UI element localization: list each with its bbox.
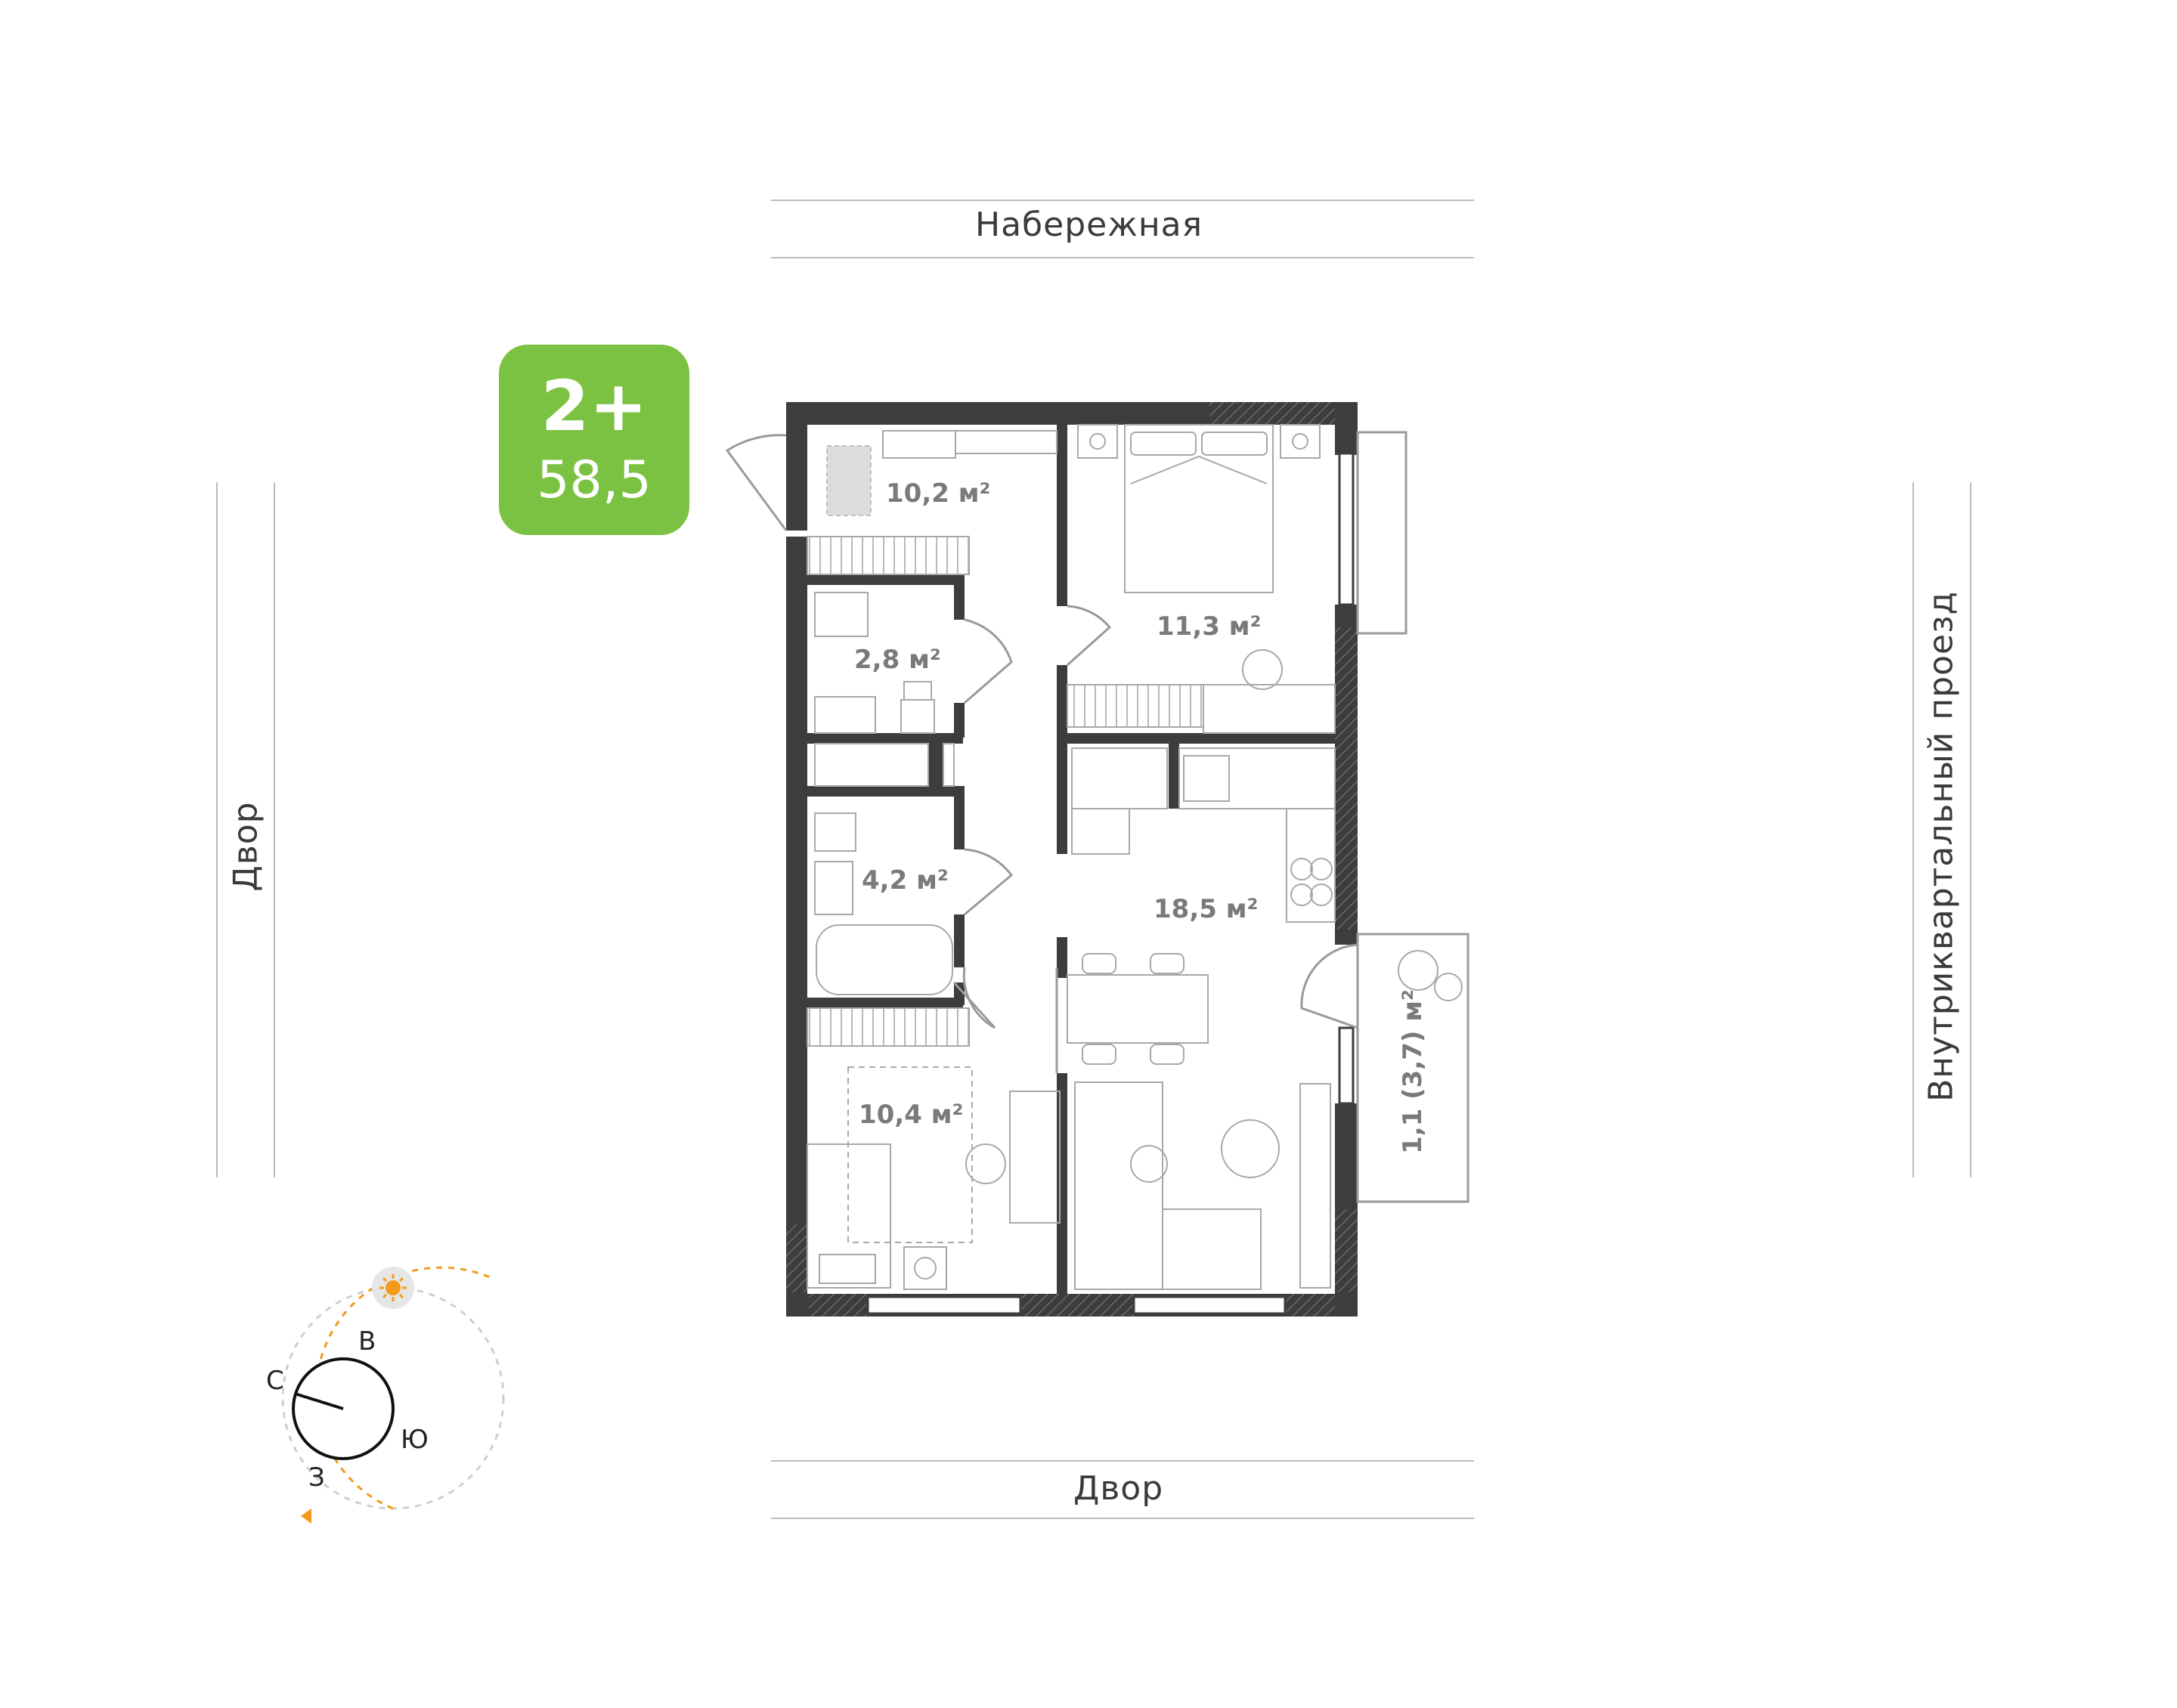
sun-rays-icon bbox=[379, 1274, 407, 1301]
room-label-balcony: 1,1 (3,7) м² bbox=[1398, 989, 1428, 1154]
entry-door bbox=[725, 434, 788, 531]
bedroom-furniture bbox=[1067, 424, 1336, 734]
doors bbox=[952, 605, 1358, 1073]
balcony-right bbox=[1356, 933, 1469, 1203]
street-line-top-lower bbox=[771, 257, 1474, 258]
street-line-bottom-upper bbox=[771, 1460, 1474, 1462]
balcony-plant bbox=[1398, 950, 1463, 1001]
hall-furniture bbox=[807, 430, 1058, 575]
compass-north: С bbox=[266, 1366, 284, 1396]
windows bbox=[866, 452, 1355, 1315]
street-line-left-outer bbox=[216, 482, 218, 1177]
street-line-top-upper bbox=[771, 200, 1474, 201]
room-label-child-room: 10,4 м² bbox=[859, 1100, 963, 1130]
child-room-furniture bbox=[807, 1066, 1061, 1290]
kitchen-furniture bbox=[1067, 747, 1336, 1290]
street-line-right-inner bbox=[1912, 482, 1914, 1177]
room-label-hall: 10,2 м² bbox=[886, 478, 990, 509]
room-label-wc: 2,8 м² bbox=[854, 645, 941, 675]
room-label-bath: 4,2 м² bbox=[862, 865, 949, 896]
hatched-walls bbox=[786, 402, 1358, 1317]
street-line-right-outer bbox=[1970, 482, 1971, 1177]
sun-path-arrow bbox=[301, 1508, 311, 1524]
compass-south: Ю bbox=[401, 1425, 429, 1455]
badge-rooms: 2+ bbox=[540, 366, 648, 447]
compass-east: В bbox=[358, 1326, 376, 1357]
badge-area: 58,5 bbox=[537, 450, 652, 510]
balcony-top bbox=[1356, 431, 1407, 635]
street-line-bottom-lower bbox=[771, 1518, 1474, 1519]
interior-walls bbox=[807, 425, 1335, 1294]
apartment-badge: 2+ 58,5 bbox=[499, 345, 689, 535]
room-label-kitchen-living: 18,5 м² bbox=[1154, 894, 1258, 924]
compass: С В Ю З bbox=[266, 1266, 505, 1524]
street-label-top: Набережная bbox=[975, 206, 1203, 244]
wc-furniture bbox=[814, 592, 955, 787]
room-label-bedroom: 11,3 м² bbox=[1157, 611, 1261, 642]
compass-west: З bbox=[308, 1462, 325, 1493]
street-label-bottom: Двор bbox=[1073, 1469, 1164, 1508]
bath-furniture bbox=[807, 812, 970, 1047]
compass-needle bbox=[294, 1392, 344, 1410]
sun-icon bbox=[386, 1280, 401, 1295]
street-line-left-inner bbox=[274, 482, 275, 1177]
sun-path bbox=[314, 1266, 491, 1510]
